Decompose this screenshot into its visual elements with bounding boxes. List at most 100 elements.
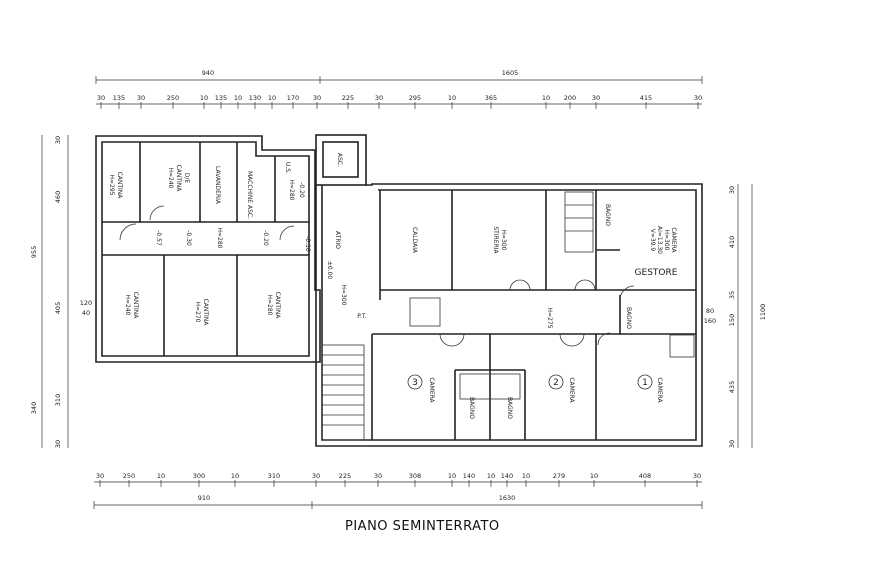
room-cantina-5: CANTINA (274, 292, 281, 320)
room-bagno: BAGNO (604, 204, 611, 226)
dim-left: 120 (80, 299, 92, 307)
room-area: Ai=13.30 (656, 226, 663, 254)
room-height: H=275 (546, 308, 553, 329)
room-camera-3: CAMERA (428, 377, 435, 403)
room-camera-2: CAMERA (568, 377, 575, 403)
dim-label: 10 (542, 94, 550, 102)
dim-label: 225 (342, 94, 354, 102)
dim-label: 10 (200, 94, 208, 102)
level-mark: -0.10 (304, 236, 311, 252)
label-gestore: GESTORE (635, 268, 678, 278)
left-dimensions: 30 460 955 405 120 40 340 310 30 (30, 135, 92, 448)
dim-label: 415 (640, 94, 652, 102)
dim-label: 140 (463, 472, 475, 480)
dim-label: 30 (693, 472, 701, 480)
room-cantina-1: CANTINA (116, 172, 123, 200)
dim-label: 130 (249, 94, 261, 102)
dim-top-total-2: 1605 (502, 69, 519, 77)
dim-label: 30 (592, 94, 600, 102)
level-mark: -0.20 (262, 230, 269, 246)
dim-label: 30 (312, 472, 320, 480)
dim-label: 225 (339, 472, 351, 480)
dim-label: 10 (231, 472, 239, 480)
walls (95, 134, 703, 447)
room-volume: V=39.9 (649, 229, 656, 252)
dim-right: 30 (728, 186, 736, 194)
dim-label: 140 (501, 472, 513, 480)
room-us: U.S. (284, 162, 291, 174)
room-cantina-2: CANTINA (175, 165, 182, 193)
dim-label: 10 (590, 472, 598, 480)
room-level: -0.20 (298, 182, 305, 198)
dim-bottom-total-2: 1630 (499, 494, 516, 502)
room-macchine-asc: MACCHINE ASC. (246, 171, 253, 219)
dim-label: 30 (694, 94, 702, 102)
room-number-circle (407, 374, 423, 390)
dim-label: 200 (564, 94, 576, 102)
dim-label: 295 (409, 94, 421, 102)
room-bagno: BAGNO (468, 397, 475, 419)
room-atrio: ATRIO (334, 231, 341, 249)
dim-right: 150 (728, 314, 736, 326)
room-height: H=280 (266, 295, 273, 316)
dim-label: 10 (448, 94, 456, 102)
room-cantina-3: CANTINA (132, 292, 139, 320)
dim-label: 135 (113, 94, 125, 102)
room-caldaia: CALDAIA (411, 227, 418, 254)
dim-label: 250 (167, 94, 179, 102)
dim-label: 279 (553, 472, 565, 480)
dim-right: 435 (728, 381, 736, 393)
dim-label: 250 (123, 472, 135, 480)
dim-left: 405 (54, 302, 62, 314)
dim-label: 10 (268, 94, 276, 102)
dim-left: 310 (54, 394, 62, 406)
dim-label: 10 (234, 94, 242, 102)
room-number-circle (637, 374, 653, 390)
room-labels: CANTINA H=295 D/E CANTINA H=240 LAVANDER… (108, 153, 678, 419)
dim-label: 30 (375, 94, 383, 102)
label-pt: P.T. (357, 313, 367, 320)
room-number-circle (548, 374, 564, 390)
dim-right: 80 (706, 307, 714, 315)
room-cantina-4: CANTINA (202, 299, 209, 327)
room-asc: ASC. (336, 153, 343, 167)
dim-label: 30 (96, 472, 104, 480)
dim-label: 30 (313, 94, 321, 102)
room-height: H=280 (288, 180, 295, 201)
dim-label: 30 (97, 94, 105, 102)
dim-label: 308 (409, 472, 421, 480)
room-height: H=280 (216, 228, 223, 249)
dim-label: 10 (448, 472, 456, 480)
dim-left: 30 (54, 440, 62, 448)
dim-right: 35 (728, 291, 736, 299)
room-height: H=270 (194, 302, 201, 323)
dim-label: 30 (374, 472, 382, 480)
dim-bottom-total-1: 910 (198, 494, 210, 502)
dim-right: 1100 (759, 304, 767, 321)
dim-left: 340 (30, 402, 38, 414)
plan-title: PIANO SEMINTERRATO (345, 519, 500, 534)
dim-label: 310 (268, 472, 280, 480)
room-height: H=240 (124, 295, 131, 316)
dim-label: 30 (137, 94, 145, 102)
dim-top-total-1: 940 (202, 69, 214, 77)
level-mark: -0.57 (155, 230, 162, 246)
room-number: 1 (642, 378, 648, 388)
dim-left: 460 (54, 191, 62, 203)
room-height: H=300 (500, 230, 507, 251)
room-height: H=240 (167, 168, 174, 189)
room-number: 2 (553, 378, 559, 388)
room-number: 3 (412, 378, 418, 388)
dim-label: 408 (639, 472, 651, 480)
room-lavanderia: LAVANDERIA (214, 166, 221, 205)
room-height: H=295 (108, 175, 115, 196)
dim-label: 10 (487, 472, 495, 480)
room-height: H=300 (663, 230, 670, 251)
dim-left: 955 (30, 246, 38, 258)
dim-label: 365 (485, 94, 497, 102)
right-dimensions: 30 410 35 80 150 160 435 30 1100 (704, 184, 767, 448)
room-note: D/E (183, 173, 190, 184)
level-mark: ±0.00 (326, 261, 333, 280)
